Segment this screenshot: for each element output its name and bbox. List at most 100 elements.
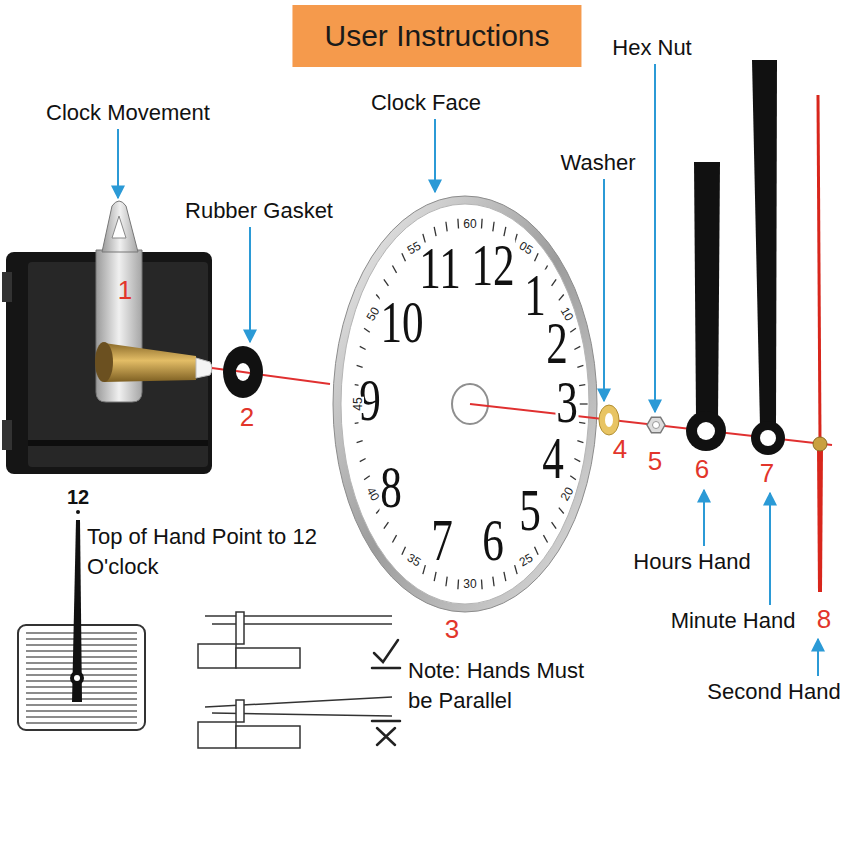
dial-numeral: 6 <box>481 515 504 566</box>
check-mark <box>374 640 398 662</box>
minute-tick <box>402 547 406 555</box>
hanger-hole <box>112 216 126 238</box>
instruction-note: Top of Hand Point to 12 O'clock <box>87 522 322 581</box>
minute-tick <box>543 535 547 542</box>
minute-tick <box>357 365 363 367</box>
minute-number: 60 <box>462 218 477 230</box>
minute-tick <box>574 346 580 349</box>
leader-line <box>434 119 436 192</box>
movement-back <box>18 625 145 730</box>
part-name: Hex Nut <box>612 35 691 60</box>
face-rim <box>333 196 597 612</box>
movement-panel <box>28 262 208 467</box>
movement-notch <box>2 272 12 302</box>
minute-tick <box>552 522 557 529</box>
rubber-gasket <box>223 346 263 398</box>
cross-bar <box>372 720 400 723</box>
stripe <box>26 710 137 711</box>
dial-numeral: 3 <box>555 377 578 428</box>
movement-groove <box>28 440 208 446</box>
minute-tick <box>384 522 389 529</box>
minute-tick <box>570 328 576 332</box>
dial-numeral: 1 <box>523 270 546 321</box>
minute-tick <box>423 234 426 243</box>
stripe <box>26 644 137 645</box>
sketch-hub-hole <box>74 675 80 681</box>
part-name: Clock Face <box>371 90 481 115</box>
nut-body <box>647 417 665 433</box>
minute-tick <box>515 565 518 574</box>
side-view-wrong <box>198 697 392 748</box>
callout-number: 4 <box>613 435 627 465</box>
movement-notch <box>2 420 12 450</box>
minute-tick <box>579 385 585 386</box>
callout-number: 7 <box>760 459 774 489</box>
face-dial <box>341 204 589 604</box>
callout-number: 3 <box>445 615 459 645</box>
hand-blade <box>694 162 720 418</box>
minute-tick <box>360 346 366 349</box>
minute-tick <box>504 227 506 236</box>
side-body <box>198 644 236 668</box>
dial-numeral: 4 <box>541 433 564 484</box>
minute-tick <box>360 459 366 462</box>
sketch-hub <box>70 671 84 685</box>
minute-tick <box>577 441 583 443</box>
minute-tick <box>384 279 389 286</box>
minute-tick <box>577 365 583 367</box>
minute-tick <box>457 219 459 229</box>
washer <box>599 405 619 435</box>
dial-numeral: 10 <box>380 297 425 348</box>
stripe <box>26 632 137 633</box>
stripe <box>26 704 137 705</box>
minute-tick <box>434 572 436 581</box>
leader-line <box>603 179 605 401</box>
clock-movement <box>2 201 212 474</box>
stripe <box>26 638 137 639</box>
minute-tick <box>457 579 459 589</box>
stripe <box>26 716 137 717</box>
leader-line <box>117 129 119 198</box>
hand-hole <box>760 430 776 446</box>
side-body <box>236 726 300 748</box>
dial-numeral: 12 <box>471 240 516 291</box>
dial-numeral: 11 <box>418 243 461 294</box>
minute-tick <box>423 565 426 574</box>
side-shaft <box>236 700 244 722</box>
minute-tick <box>357 441 363 443</box>
hand-hub <box>813 437 827 451</box>
shaft-base <box>95 342 113 382</box>
hand-line <box>205 615 392 617</box>
hand-ring <box>751 421 785 455</box>
minute-tick <box>446 222 447 232</box>
hanger <box>102 201 138 252</box>
hours-hand <box>686 162 726 451</box>
side-shaft <box>236 612 244 644</box>
nut-hole <box>653 422 660 429</box>
minute-hand <box>751 60 785 455</box>
callout-number: 1 <box>118 276 132 306</box>
stripe <box>26 650 137 651</box>
minute-tick <box>364 476 370 480</box>
minute-tick <box>493 222 494 232</box>
callout-number: 2 <box>240 403 254 433</box>
minute-tick <box>481 219 483 229</box>
minute-tick <box>570 476 576 480</box>
minute-tick <box>392 535 396 542</box>
part-name: Hours Hand <box>633 549 750 574</box>
hand-needle <box>818 95 820 440</box>
minute-tick <box>580 403 588 404</box>
minute-number: 30 <box>462 578 477 590</box>
leader-line <box>654 64 656 412</box>
minute-tick <box>446 577 447 587</box>
leader-line <box>817 639 819 676</box>
clock-face <box>333 196 597 612</box>
washer-hole <box>605 413 613 427</box>
minute-tick <box>535 547 539 555</box>
check-bar <box>372 667 400 670</box>
minute-tick <box>552 279 557 286</box>
top-dot <box>76 510 80 514</box>
leader-line <box>769 493 771 605</box>
